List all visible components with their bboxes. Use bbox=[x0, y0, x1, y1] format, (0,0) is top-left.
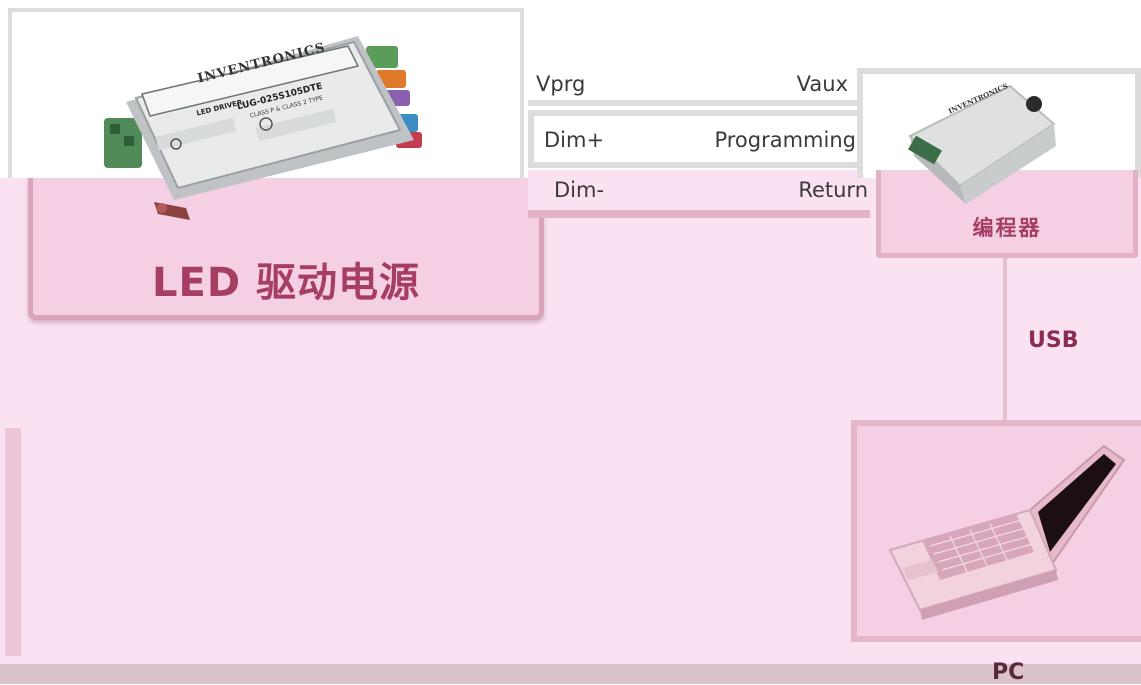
driver-panel bbox=[28, 178, 544, 320]
driver-label: LED 驱动电源 bbox=[152, 260, 420, 306]
wire-left-label-vprg: Vprg bbox=[536, 72, 586, 96]
wire-right-label-return: Return bbox=[798, 178, 868, 202]
usb-connector-line bbox=[1003, 258, 1007, 420]
laptop-icon bbox=[888, 444, 1126, 620]
wire-dimplus-programming: Dim+ Programming bbox=[528, 110, 870, 168]
wire-left-label-dimminus: Dim- bbox=[554, 178, 605, 202]
wire-left-label-dimplus: Dim+ bbox=[544, 128, 605, 152]
wire-vprg-vaux: Vprg Vaux bbox=[528, 62, 870, 106]
wire-dimminus-return: Dim- Return bbox=[528, 170, 870, 218]
wire-right-label-vaux: Vaux bbox=[796, 72, 848, 96]
programmer-label: 编程器 bbox=[972, 216, 1042, 240]
programmer-device-image bbox=[908, 84, 1056, 204]
led-driver-device-image bbox=[104, 36, 422, 220]
bottom-strip bbox=[0, 664, 1141, 684]
usb-label: USB bbox=[1028, 328, 1079, 353]
programmer-panel bbox=[876, 170, 1138, 258]
left-edge-bar bbox=[5, 428, 21, 656]
pc-label: PC bbox=[992, 660, 1025, 685]
wire-right-label-programming: Programming bbox=[714, 128, 856, 152]
